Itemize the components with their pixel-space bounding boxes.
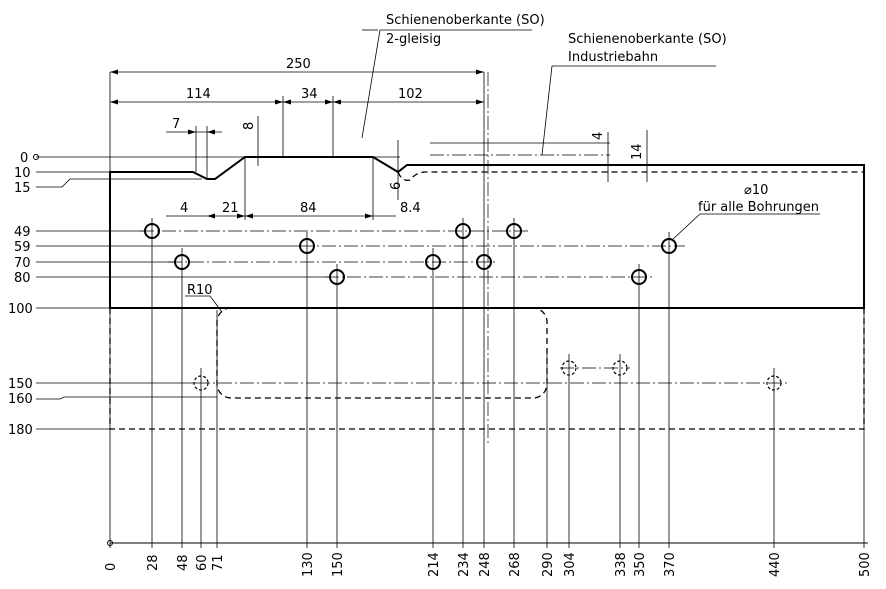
y-tick-70: 70 xyxy=(14,256,31,271)
hole xyxy=(661,238,677,254)
dim-8: 8 xyxy=(242,122,257,130)
y-tick-10: 10 xyxy=(14,166,31,181)
x-tick-150: 150 xyxy=(331,552,346,577)
x-tick-60: 60 xyxy=(195,554,210,571)
y-tick-180: 180 xyxy=(8,423,33,438)
hidden-hole xyxy=(193,375,209,391)
x-tick-48: 48 xyxy=(176,554,191,571)
dim-6: 6 xyxy=(389,182,404,190)
dim-14: 14 xyxy=(630,143,645,160)
label-hole-note: für alle Bohrungen xyxy=(698,200,819,215)
y-tick-15: 15 xyxy=(14,181,31,196)
holes-solid xyxy=(144,223,677,285)
label-so-2gleisig-2: 2-gleisig xyxy=(386,32,441,47)
dim-34: 34 xyxy=(301,87,318,102)
dim-114: 114 xyxy=(186,87,211,102)
x-tick-440: 440 xyxy=(768,552,783,577)
hole xyxy=(455,223,471,239)
x-axis-ticks: 0 28 48 60 71 130 150 214 234 248 268 29… xyxy=(104,552,873,577)
x-axis-origin xyxy=(107,540,113,546)
x-tick-290: 290 xyxy=(541,552,556,577)
hole xyxy=(631,269,647,285)
hole xyxy=(144,223,160,239)
x-tick-350: 350 xyxy=(633,552,648,577)
hole xyxy=(329,269,345,285)
x-tick-234: 234 xyxy=(457,552,472,577)
y-axis: 0 10 15 49 59 70 80 100 150 160 180 xyxy=(8,151,400,438)
x-tick-268: 268 xyxy=(508,552,523,577)
label-hole-diameter: ⌀10 xyxy=(744,183,768,198)
hole xyxy=(476,254,492,270)
x-tick-304: 304 xyxy=(563,552,578,577)
center-lines xyxy=(140,72,790,445)
rail-profile xyxy=(109,156,865,309)
y-tick-100: 100 xyxy=(8,302,33,317)
label-so-2gleisig-1: Schienenoberkante (SO) xyxy=(386,13,545,28)
dim-8-4: 8.4 xyxy=(400,201,421,216)
cutout-r10 xyxy=(216,307,548,399)
hole xyxy=(506,223,522,239)
hidden-hole xyxy=(612,360,628,376)
hidden-outline xyxy=(109,171,865,430)
dim-7: 7 xyxy=(172,117,180,132)
hidden-hole xyxy=(766,375,782,391)
x-tick-130: 130 xyxy=(301,552,316,577)
leader-lines xyxy=(185,29,820,313)
top-dimensions xyxy=(110,29,648,220)
dim-21: 21 xyxy=(222,201,239,216)
hole xyxy=(299,238,315,254)
x-tick-0: 0 xyxy=(104,563,119,571)
x-tick-370: 370 xyxy=(663,552,678,577)
y-tick-80: 80 xyxy=(14,271,31,286)
hole xyxy=(425,254,441,270)
x-tick-28: 28 xyxy=(146,554,161,571)
y-tick-49: 49 xyxy=(14,225,31,240)
hole xyxy=(174,254,190,270)
y-tick-0: 0 xyxy=(20,151,28,166)
y-tick-160: 160 xyxy=(8,392,33,407)
dim-102: 102 xyxy=(398,87,423,102)
x-tick-500: 500 xyxy=(858,552,873,577)
y-tick-59: 59 xyxy=(14,240,31,255)
label-radius: R10 xyxy=(187,283,213,298)
dim-4-right: 4 xyxy=(591,132,606,140)
dim-4: 4 xyxy=(180,201,188,216)
dim-250: 250 xyxy=(286,57,311,72)
x-tick-71: 71 xyxy=(211,554,226,571)
x-tick-214: 214 xyxy=(427,552,442,577)
label-so-industrie-1: Schienenoberkante (SO) xyxy=(568,32,727,47)
label-so-industrie-2: Industriebahn xyxy=(568,50,658,65)
dimension-arrows xyxy=(110,69,484,219)
dim-84: 84 xyxy=(300,201,317,216)
y-tick-150: 150 xyxy=(8,377,33,392)
hidden-hole xyxy=(561,360,577,376)
holes-hidden xyxy=(193,360,782,391)
x-tick-338: 338 xyxy=(614,552,629,577)
x-tick-248: 248 xyxy=(478,552,493,577)
